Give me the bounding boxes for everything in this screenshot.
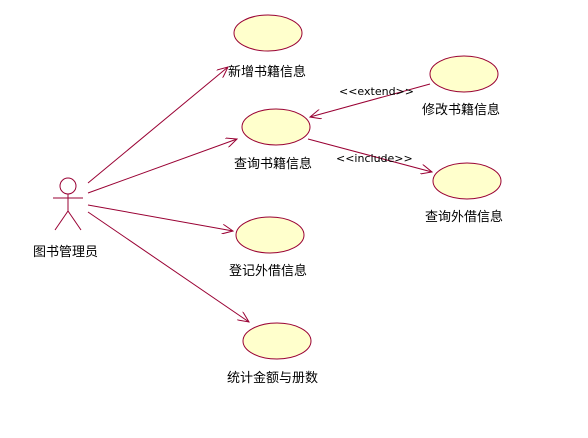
association-actor-register-loan xyxy=(87,204,233,231)
actor-right-leg xyxy=(67,210,82,231)
usecase-stats-label: 统计金额与册数 xyxy=(227,370,318,386)
actor-name-label: 图书管理员 xyxy=(33,245,98,260)
usecase-modify-label: 修改书籍信息 xyxy=(422,102,500,118)
include-stereotype-label: <<include>> xyxy=(336,152,413,165)
usecase-register-loan-ellipse[interactable] xyxy=(235,216,305,254)
usecase-modify-ellipse[interactable] xyxy=(429,55,499,93)
usecase-query-loan-ellipse[interactable] xyxy=(432,162,502,200)
usecase-stats-ellipse[interactable] xyxy=(242,322,312,360)
association-actor-add xyxy=(87,67,228,184)
actor-figure[interactable] xyxy=(53,177,83,231)
usecase-register-loan-label: 登记外借信息 xyxy=(229,263,307,279)
extend-stereotype-label: <<extend>> xyxy=(339,85,414,98)
include-dependency-line xyxy=(307,138,432,172)
association-actor-stats xyxy=(87,211,249,322)
usecase-query-ellipse[interactable] xyxy=(241,108,311,146)
actor-left-leg xyxy=(54,210,69,231)
usecase-add-ellipse[interactable] xyxy=(233,14,303,52)
association-actor-query xyxy=(87,139,237,194)
usecase-query-loan-label: 查询外借信息 xyxy=(425,209,503,225)
actor-head xyxy=(59,177,77,195)
usecase-add-label: 新增书籍信息 xyxy=(228,64,306,80)
extend-dependency-line xyxy=(310,83,431,117)
usecase-query-label: 查询书籍信息 xyxy=(234,156,312,172)
